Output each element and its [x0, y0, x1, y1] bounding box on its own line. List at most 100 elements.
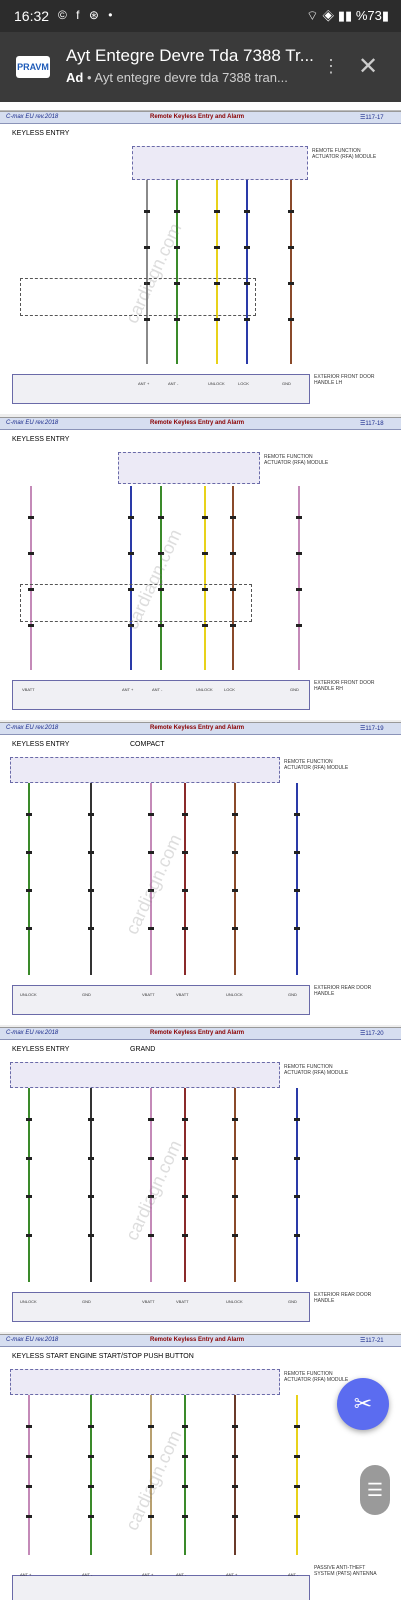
connector-pin: [88, 1455, 94, 1458]
handle-label: EXTERIOR FRONT DOOR HANDLE LH: [314, 374, 375, 386]
wire-trace: [28, 1088, 30, 1282]
connector-pin: [182, 1425, 188, 1428]
wire-trace: [150, 783, 152, 975]
connector-pin: [148, 1156, 154, 1160]
ad-title[interactable]: Ayt Entegre Devre Tda 7388 Tr...: [66, 46, 314, 65]
connector-pin: [158, 552, 164, 555]
terminal-label: LOCK: [224, 687, 235, 692]
terminal-label: UNLOCK: [20, 992, 37, 997]
connector-pin: [88, 1195, 94, 1198]
connector-pin: [294, 1118, 300, 1121]
connector-pin: [26, 1156, 32, 1160]
terminal-label: VBATT: [22, 687, 35, 692]
ad-close-icon[interactable]: ✕: [358, 53, 379, 80]
terminal-label: LOCK: [238, 381, 249, 386]
connector-pin: [148, 1118, 154, 1121]
connector-pin: [28, 588, 34, 591]
wire-trace: [90, 783, 92, 975]
watermark: cardiagn.com: [121, 1137, 186, 1244]
page-title: Remote Keyless Entry and Alarm: [150, 1030, 245, 1036]
scissors-icon[interactable]: ✂: [337, 1378, 389, 1430]
terminal-label: UNLOCK: [226, 992, 243, 997]
connector-pin: [202, 516, 208, 519]
connector-pin: [88, 1118, 94, 1121]
terminal-label: GND: [288, 1299, 297, 1304]
wire-trace: [204, 486, 206, 670]
door-handle-box: [12, 374, 310, 404]
connector-pin: [202, 624, 208, 627]
terminal-label: ANT -: [288, 1572, 299, 1577]
previous-page-tail: [0, 102, 401, 111]
wire-trace: [176, 180, 178, 364]
connector-pin: [88, 1156, 94, 1160]
ad-banner[interactable]: PRAVM Ayt Entegre Devre Tda 7388 Tr... A…: [0, 32, 401, 102]
terminal-label: GND: [288, 992, 297, 997]
scroll-handle-icon[interactable]: ☰: [360, 1465, 390, 1515]
status-right-icons: ⌔ ◈ ▮▮ %73▮: [306, 8, 389, 23]
connector-pin: [128, 516, 134, 519]
ad-subtitle[interactable]: Ad • Ayt entegre devre tda 7388 tran...: [66, 70, 336, 85]
connector-pin: [294, 1515, 300, 1518]
splice-region: [20, 584, 252, 622]
connector-pin: [230, 516, 236, 519]
connector-pin: [232, 1233, 238, 1237]
ad-logo: PRAVM: [16, 56, 50, 78]
connector-pin: [88, 1425, 94, 1428]
terminal-label: GND: [290, 687, 299, 692]
connector-pin: [26, 1485, 32, 1488]
connector-pin: [232, 1118, 238, 1121]
connector-pin: [232, 927, 238, 930]
rfa-module-box: [10, 1369, 280, 1395]
connector-pin: [128, 624, 134, 627]
rfa-module-box: [10, 1062, 280, 1088]
connector-pin: [182, 851, 188, 854]
ad-more-icon[interactable]: ⋮: [322, 56, 340, 76]
wire-trace: [150, 1088, 152, 1282]
wire-trace: [146, 180, 148, 364]
splice-region: [20, 278, 256, 316]
terminal-label: UNLOCK: [226, 1299, 243, 1304]
connector-pin: [232, 1455, 238, 1458]
ad-label: Ad: [66, 70, 84, 85]
terminal-label: ANT -: [168, 381, 179, 386]
connector-pin: [144, 282, 150, 285]
connector-pin: [182, 1515, 188, 1518]
connector-pin: [230, 552, 236, 555]
connector-pin: [232, 851, 238, 854]
wire-trace: [28, 1395, 30, 1555]
connector-pin: [230, 588, 236, 591]
connector-pin: [232, 1195, 238, 1198]
module-label: REMOTE FUNCTION ACTUATOR (RFA) MODULE: [264, 454, 329, 466]
connector-pin: [294, 813, 300, 816]
wire-trace: [130, 486, 132, 670]
terminal-label: UNLOCK: [196, 687, 213, 692]
connector-pin: [232, 1515, 238, 1518]
connector-pin: [294, 1455, 300, 1458]
terminal-label: VBATT: [142, 992, 155, 997]
connector-pin: [244, 318, 250, 321]
page-number: 117-17: [360, 114, 383, 121]
connector-pin: [158, 516, 164, 519]
module-label: REMOTE FUNCTION ACTUATOR (RFA) MODULE: [284, 1371, 349, 1383]
page-title: Remote Keyless Entry and Alarm: [150, 420, 245, 426]
connector-pin: [294, 1195, 300, 1198]
wire-trace: [234, 1395, 236, 1555]
connector-pin: [144, 210, 150, 213]
wire-trace: [90, 1395, 92, 1555]
page-revision: C-max EU rev.2018: [6, 420, 59, 426]
terminal-label: GND: [282, 381, 291, 386]
connector-pin: [88, 1515, 94, 1518]
module-label: REMOTE FUNCTION ACTUATOR (RFA) MODULE: [312, 148, 377, 160]
page-revision: C-max EU rev.2018: [6, 114, 59, 120]
connector-pin: [202, 588, 208, 591]
connector-pin: [174, 318, 180, 321]
door-handle-box: [12, 985, 310, 1015]
page-title: Remote Keyless Entry and Alarm: [150, 1337, 245, 1343]
connector-pin: [26, 889, 32, 892]
connector-pin: [182, 889, 188, 892]
